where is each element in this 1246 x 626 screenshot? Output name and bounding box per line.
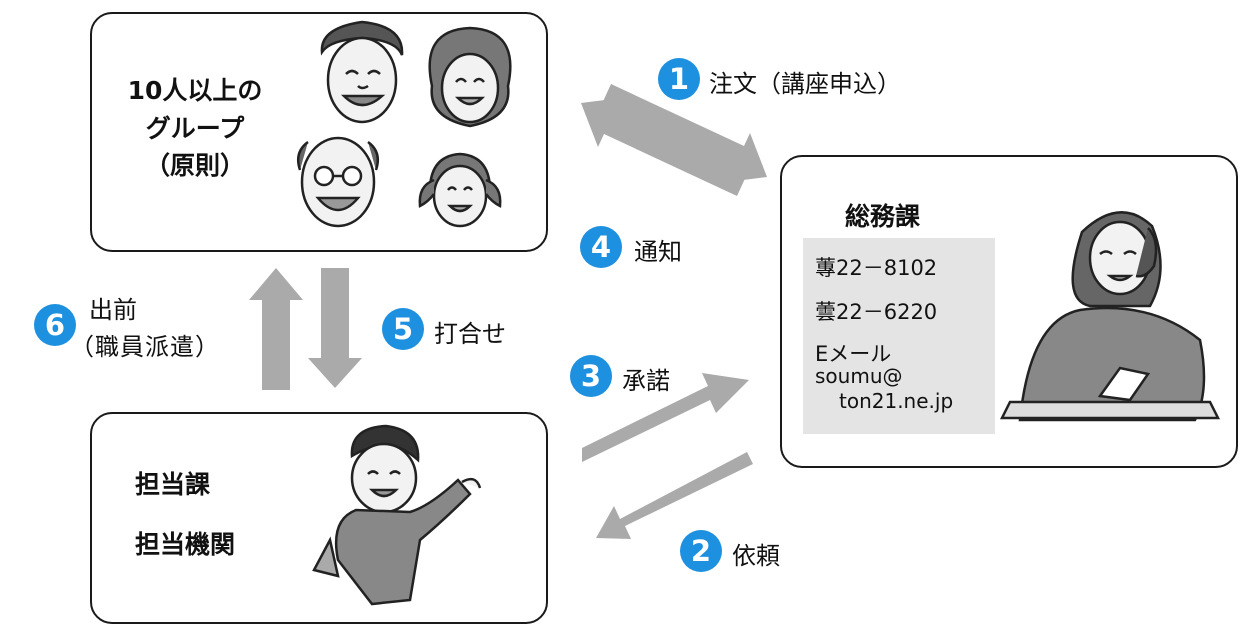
tanto-line-2: 担当機関 xyxy=(135,530,236,559)
arrow-order xyxy=(600,84,767,183)
man-face-icon xyxy=(320,20,404,124)
step-2-badge: 2 xyxy=(680,530,722,572)
step-1-badge: 1 xyxy=(658,58,700,100)
step-6-badge: 6 xyxy=(34,304,76,346)
contact-info-panel: 蓴22－8102 蕓22－6220 Eメール soumu@ ton21.ne.j… xyxy=(803,238,995,434)
step-3-badge: 3 xyxy=(570,355,612,397)
step-5-badge: 5 xyxy=(382,308,424,350)
tanto-line-1: 担当課 xyxy=(135,470,211,499)
step-2-label: 依頼 xyxy=(732,542,780,570)
arrow-accept xyxy=(582,373,749,462)
email-domain: ton21.ne.jp xyxy=(839,389,954,413)
step-3-label: 承諾 xyxy=(622,367,670,395)
arrow-notify xyxy=(581,97,748,196)
girl-face-icon xyxy=(418,152,502,228)
group-label: 10人以上の グループ （原則） xyxy=(100,72,290,185)
email-label: Eメール xyxy=(815,342,892,366)
step-4-label: 通知 xyxy=(634,238,682,266)
step-4-badge: 4 xyxy=(580,226,622,268)
arrow-meeting xyxy=(308,268,362,388)
email-user: soumu@ xyxy=(815,364,903,388)
tanto-box xyxy=(90,412,548,624)
woman-on-phone-icon xyxy=(999,211,1221,422)
group-line-1: 10人以上の xyxy=(127,76,263,105)
group-line-2: グループ xyxy=(145,113,245,143)
woman-face-icon xyxy=(428,26,512,128)
tanto-label: 担当課 担当機関 xyxy=(135,455,235,575)
phone-number-1: 蓴22－8102 xyxy=(815,256,938,280)
somu-title: 総務課 xyxy=(845,202,921,231)
step-6-label-line-1: 出前 xyxy=(89,296,137,324)
running-boy-icon xyxy=(312,424,482,606)
phone-number-2: 蕓22－6220 xyxy=(815,300,938,324)
group-line-3: （原則） xyxy=(144,151,245,180)
step-5-label: 打合せ xyxy=(434,320,506,348)
arrow-dispatch xyxy=(249,268,303,390)
elderly-man-face-icon xyxy=(297,136,379,228)
step-6-label-line-2: （職員派遣） xyxy=(70,333,220,361)
step-1-label: 注文（講座申込） xyxy=(709,70,901,98)
arrow-request xyxy=(596,452,753,539)
